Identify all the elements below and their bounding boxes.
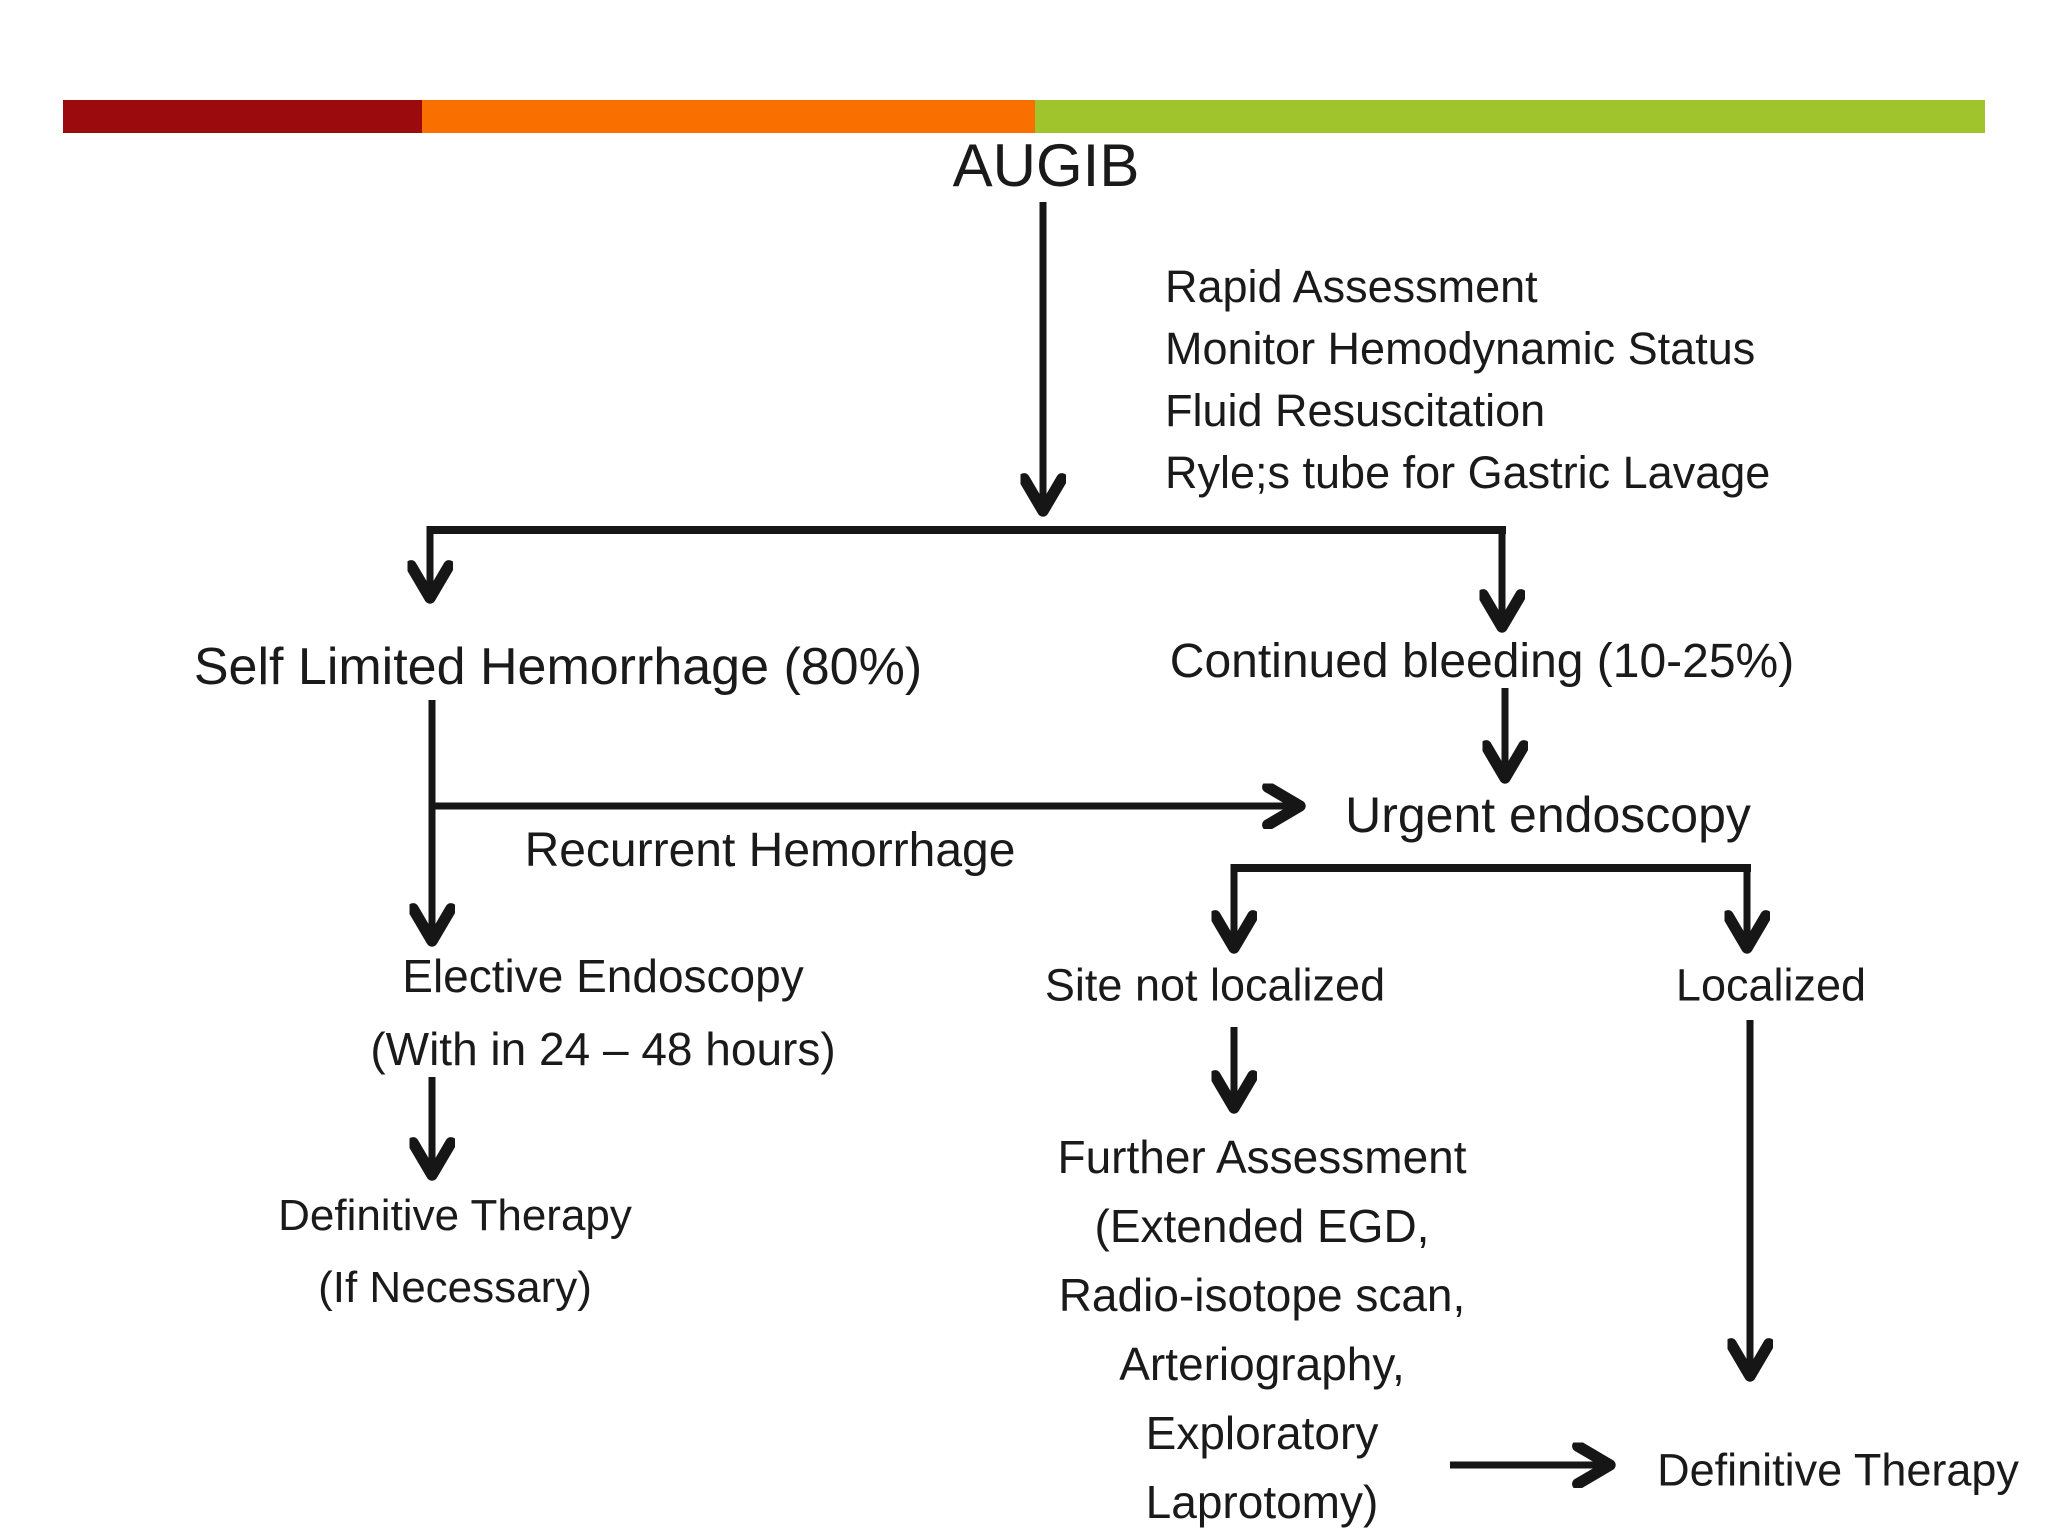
further-assessment-line: Further Assessment (1057, 1131, 1467, 1183)
node-definitive-therapy-right: Definitive Therapy (1657, 1444, 2019, 1496)
assessment-line: Fluid Resuscitation (1165, 385, 1546, 436)
further-assessment-line: Radio-isotope scan, (1058, 1269, 1466, 1321)
assessment-notes: Rapid Assessment Monitor Hemodynamic Sta… (1165, 256, 1770, 504)
node-further-assessment: Further Assessment (Extended EGD, Radio-… (1057, 1123, 1466, 1536)
node-continued-bleeding: Continued bleeding (10-25%) (1169, 635, 1795, 688)
node-elective-endoscopy-line2: (With in 24 – 48 hours) (370, 1023, 836, 1075)
assessment-line: Ryle;s tube for Gastric Lavage (1165, 447, 1771, 498)
node-definitive-therapy-left-line2: (If Necessary) (318, 1263, 592, 1312)
label-recurrent-hemorrhage: Recurrent Hemorrhage (524, 824, 1016, 877)
further-assessment-line: Laprotomy) (1145, 1476, 1379, 1528)
page-title: AUGIB (952, 132, 1140, 199)
bar-segment-dark-red (63, 100, 422, 133)
node-elective-endoscopy-line1: Elective Endoscopy (402, 950, 804, 1002)
assessment-line: Rapid Assessment (1165, 261, 1538, 312)
assessment-line: Monitor Hemodynamic Status (1165, 323, 1756, 374)
further-assessment-line: Exploratory (1145, 1407, 1379, 1459)
node-self-limited-hemorrhage: Self Limited Hemorrhage (80%) (193, 638, 923, 696)
further-assessment-line: Arteriography, (1119, 1338, 1405, 1390)
node-definitive-therapy-left-line1: Definitive Therapy (278, 1191, 632, 1240)
further-assessment-line: (Extended EGD, (1094, 1200, 1430, 1252)
bar-segment-orange (422, 100, 1035, 133)
node-site-not-localized: Site not localized (1044, 959, 1386, 1011)
bar-segment-green (1035, 100, 1985, 133)
node-urgent-endoscopy: Urgent endoscopy (1345, 787, 1751, 843)
node-localized: Localized (1675, 959, 1867, 1011)
